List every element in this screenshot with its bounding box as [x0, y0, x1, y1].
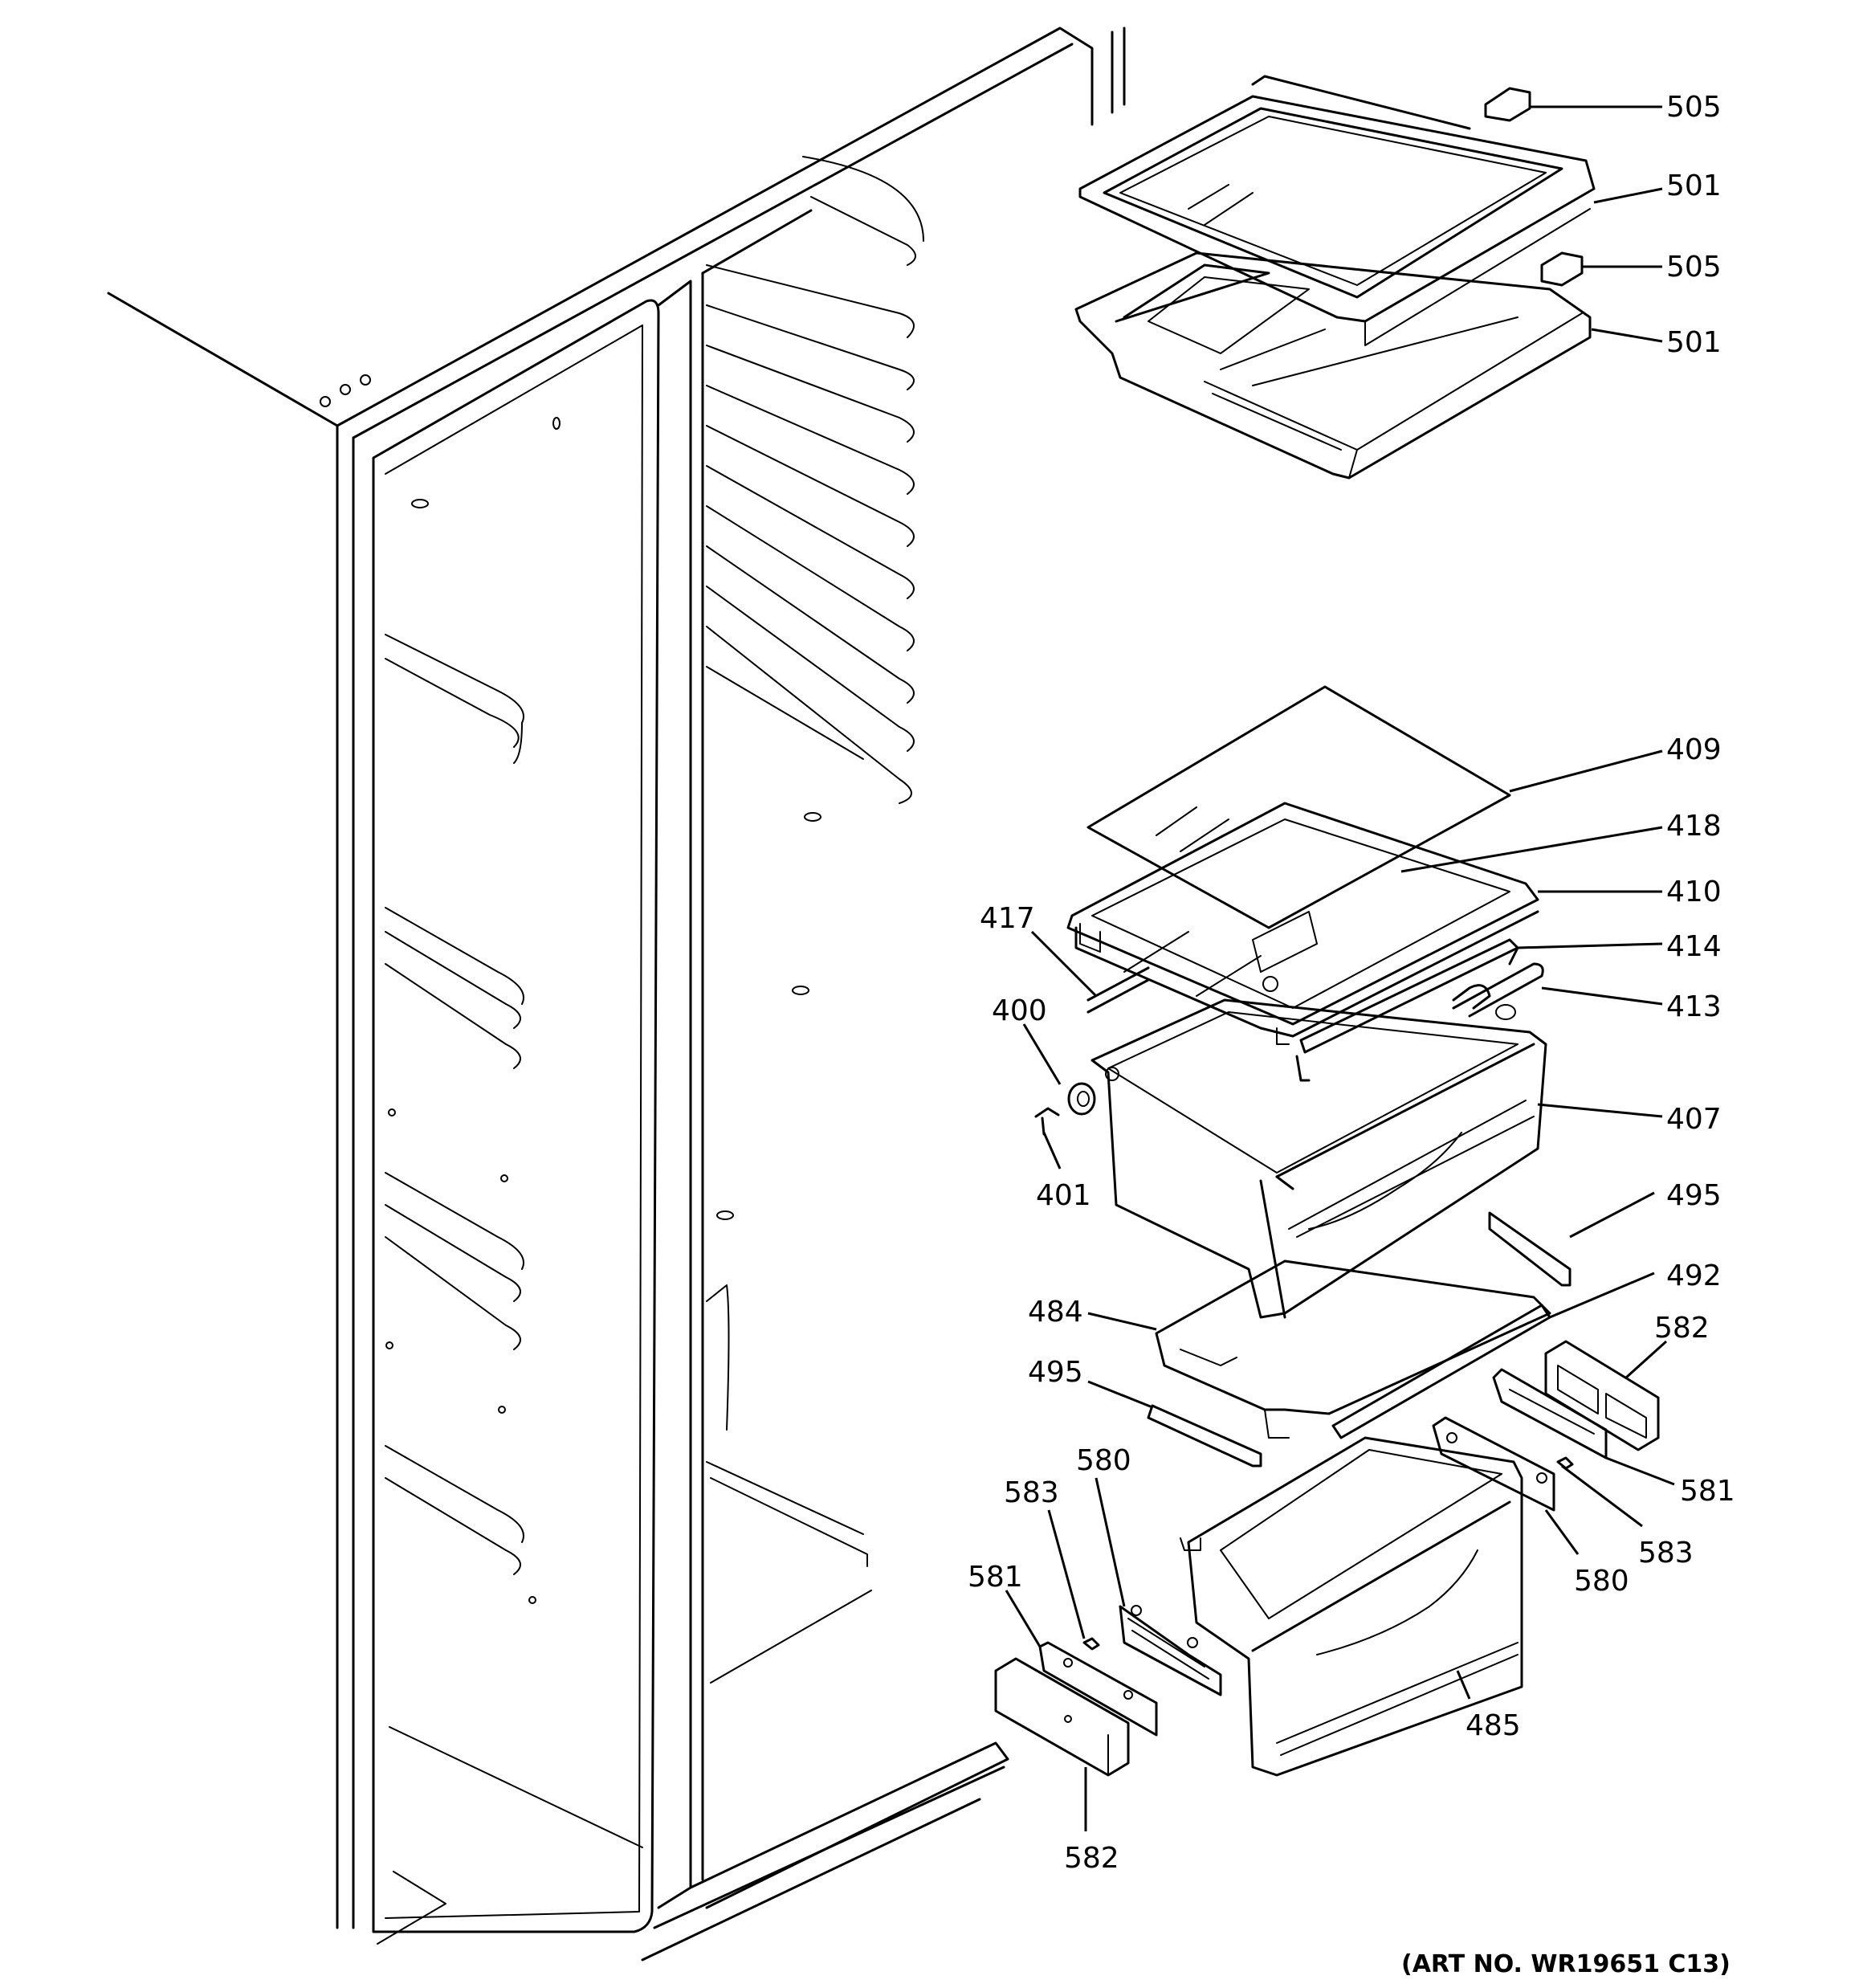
callout-580-left: 580: [1076, 1444, 1131, 1477]
cover-484: [1155, 1259, 1551, 1439]
refrigerator-cabinet: [107, 27, 1126, 1961]
callout-418: 418: [1666, 810, 1722, 843]
callout-414: 414: [1666, 930, 1722, 963]
slide-495-lower: [1147, 1404, 1262, 1468]
callout-501-lower: 501: [1666, 326, 1722, 359]
callout-484: 484: [1028, 1296, 1083, 1329]
callout-582-right: 582: [1654, 1312, 1710, 1345]
art-number: (ART NO. WR19651 C13): [1401, 1950, 1731, 1978]
rod-417: [1086, 966, 1150, 1014]
callout-417: 417: [980, 902, 1035, 935]
screw-401: [1034, 1107, 1060, 1136]
callout-582-left: 582: [1064, 1842, 1119, 1875]
callout-485: 485: [1466, 1709, 1521, 1742]
shelf-505-clip-lower: [1540, 251, 1584, 287]
fresh-food-shelf-supports: [385, 634, 524, 1575]
callout-505-upper: 505: [1666, 91, 1722, 124]
rail-580-right: [1432, 1416, 1555, 1512]
callout-labels: 505 501 505 501 409 418 410 414 413 417 …: [968, 91, 1735, 1875]
shelf-501-upper: [1078, 75, 1596, 346]
bracket-581-right: [1492, 1368, 1608, 1459]
trim-492: [1331, 1304, 1551, 1439]
callout-583-left: 583: [1004, 1476, 1059, 1509]
rail-580-left: [1119, 1605, 1222, 1696]
callout-492: 492: [1666, 1259, 1722, 1292]
frame-410: [1066, 802, 1539, 1045]
callout-409: 409: [1666, 733, 1722, 766]
callout-495-lower: 495: [1028, 1356, 1083, 1389]
callout-407: 407: [1666, 1103, 1722, 1136]
control-413: [1452, 962, 1544, 1020]
screw-583-left: [1082, 1637, 1100, 1651]
shelf-501-lower: [1074, 251, 1592, 480]
callout-580-right: 580: [1574, 1565, 1629, 1598]
callout-583-right: 583: [1638, 1537, 1694, 1570]
callout-501-upper: 501: [1666, 169, 1722, 202]
pan-407: [1090, 998, 1547, 1319]
callout-581-right: 581: [1680, 1475, 1735, 1508]
callout-400: 400: [992, 994, 1047, 1027]
callout-413: 413: [1666, 990, 1722, 1023]
screw-583-right: [1556, 1456, 1574, 1470]
cover-582-left: [994, 1657, 1130, 1777]
callout-401: 401: [1036, 1179, 1091, 1212]
callout-410: 410: [1666, 876, 1722, 908]
callout-495-upper: 495: [1666, 1179, 1722, 1212]
freezer-shelf-ribs: [706, 156, 924, 804]
slide-495-upper: [1488, 1211, 1572, 1287]
leader-lines: [1005, 105, 1675, 1831]
shelf-505-clip-upper: [1484, 87, 1531, 122]
bracket-581-left: [1038, 1641, 1158, 1737]
cover-582-right: [1544, 1340, 1660, 1451]
glass-409: [1086, 685, 1511, 929]
callout-505-lower: 505: [1666, 251, 1722, 284]
callout-581-left: 581: [968, 1561, 1023, 1594]
bearing-400: [1067, 1082, 1096, 1116]
